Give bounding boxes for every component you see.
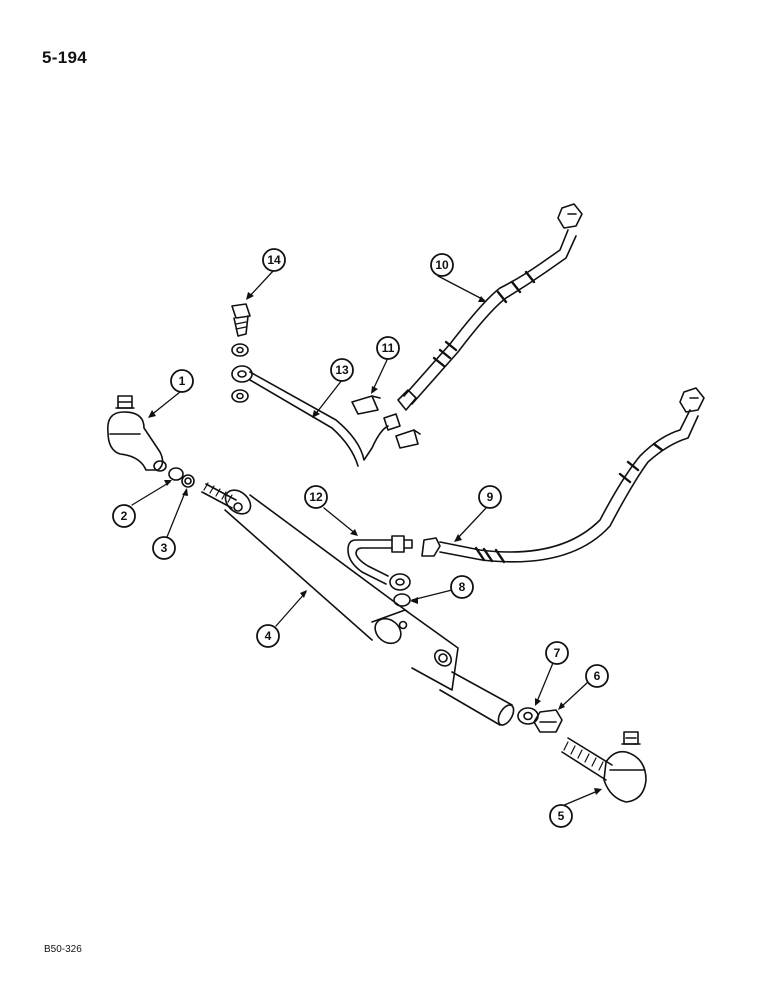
hose-10: [397, 203, 583, 411]
svg-text:5: 5: [558, 809, 565, 823]
callout-11: 11: [376, 336, 400, 360]
svg-text:14: 14: [267, 253, 281, 267]
svg-text:13: 13: [335, 363, 349, 377]
clip-11-lower: [395, 429, 421, 449]
svg-text:7: 7: [554, 646, 561, 660]
banjo-bolt-14: [231, 303, 251, 337]
callout-6: 6: [585, 664, 609, 688]
svg-text:11: 11: [382, 341, 395, 355]
callout-7: 7: [545, 641, 569, 665]
washer-7: [517, 707, 539, 725]
tie-rod-end-left: [107, 395, 167, 472]
callout-13: 13: [330, 358, 354, 382]
callout-12: 12: [304, 485, 328, 509]
clip-11-upper: [351, 395, 381, 415]
svg-text:1: 1: [179, 374, 186, 388]
callout-14: 14: [262, 248, 286, 272]
washer-14b: [231, 389, 249, 403]
svg-text:4: 4: [265, 629, 272, 643]
steering-cylinder: [201, 482, 515, 726]
pipe-13: [231, 365, 401, 467]
svg-text:2: 2: [121, 509, 128, 523]
callout-1: 1: [170, 369, 194, 393]
callout-5: 5: [549, 804, 573, 828]
svg-text:3: 3: [161, 541, 168, 555]
callout-3: 3: [152, 536, 176, 560]
washer-8: [393, 593, 411, 607]
hose-9: [421, 387, 705, 564]
washer-3: [181, 474, 195, 488]
svg-text:10: 10: [435, 258, 449, 272]
figure-reference: B50-326: [44, 944, 82, 955]
pipe-12: [347, 535, 413, 591]
callout-9: 9: [478, 485, 502, 509]
svg-text:6: 6: [594, 669, 601, 683]
leader-lines: [131, 269, 601, 807]
tie-rod-end-right: [561, 731, 647, 803]
callout-10: 10: [430, 253, 454, 277]
page-number: 5-194: [42, 48, 87, 67]
callout-8: 8: [450, 575, 474, 599]
washer-14a: [231, 343, 249, 357]
washer-2: [168, 467, 184, 481]
svg-text:12: 12: [309, 490, 323, 504]
svg-text:9: 9: [487, 490, 494, 504]
svg-text:8: 8: [459, 580, 466, 594]
callout-4: 4: [256, 624, 280, 648]
callout-2: 2: [112, 504, 136, 528]
